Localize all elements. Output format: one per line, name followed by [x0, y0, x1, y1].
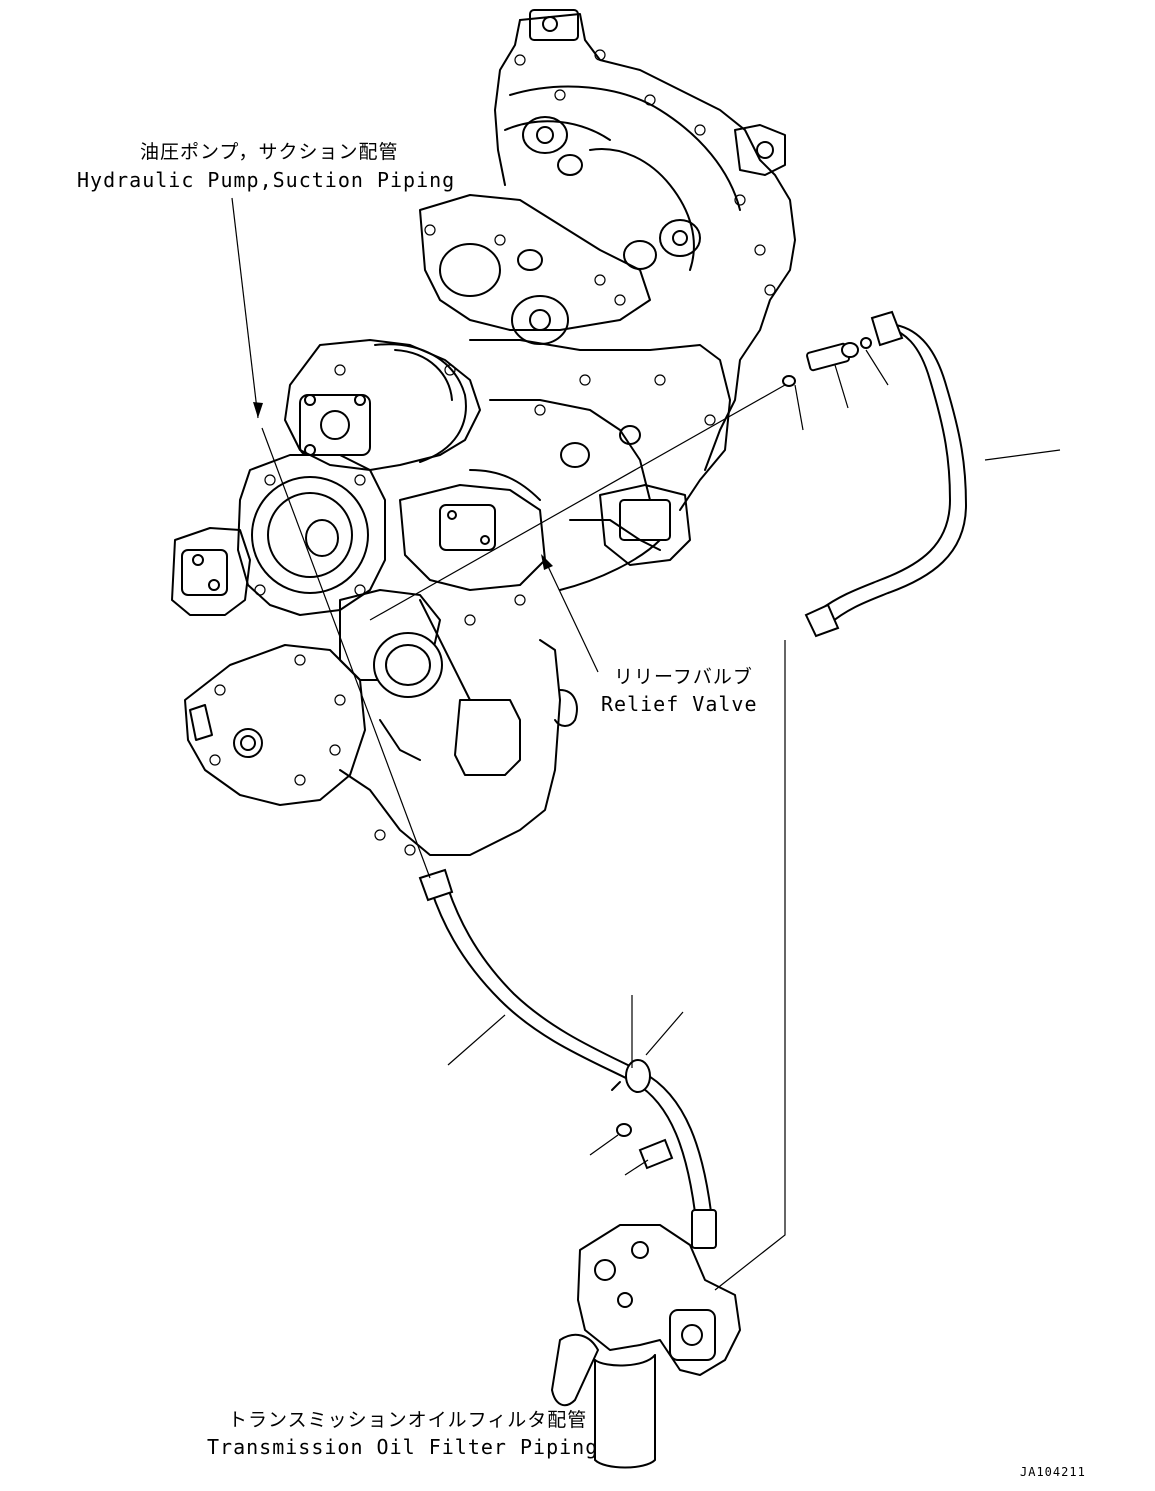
relief-valve-label-en: Relief Valve [601, 692, 758, 716]
leader-lines [231, 197, 1061, 1291]
upper-right-hose [782, 310, 967, 638]
transmission-filter [551, 1224, 741, 1469]
relief-valve-label-jp: リリーフバルブ [614, 666, 753, 688]
transmission-assembly [171, 9, 796, 856]
lower-hose [418, 868, 717, 1249]
transmission-filter-label-en: Transmission Oil Filter Piping [207, 1435, 599, 1459]
transmission-filter-label-jp: トランスミッションオイルフィルタ配管 [228, 1409, 588, 1431]
drawing-code: JA104211 [1020, 1465, 1086, 1479]
hydraulic-pump-label-en: Hydraulic Pump,Suction Piping [77, 168, 456, 192]
hydraulic-pump-label-jp: 油圧ポンプ，サクション配管 [140, 141, 399, 163]
